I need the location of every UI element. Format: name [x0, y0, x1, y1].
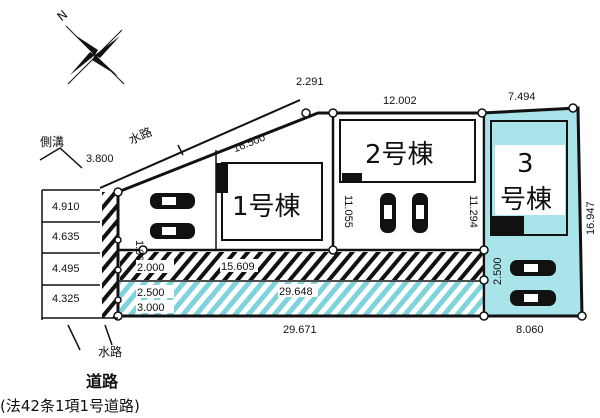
waterway-line	[99, 99, 301, 189]
dim-11294: 11.294	[467, 195, 479, 228]
road-label: 道路	[86, 372, 119, 391]
dim-3000: 3.000	[137, 302, 165, 314]
boundary-markers	[113, 103, 587, 321]
dim-8060: 8.060	[516, 324, 544, 336]
meter-icon	[490, 216, 524, 234]
waterway-top-label: 水路	[126, 124, 154, 147]
neighbor-lines	[39, 147, 118, 351]
dim-29648: 29.648	[279, 286, 313, 298]
building-1	[221, 162, 323, 241]
dim-16947: 16.947	[585, 201, 597, 235]
dim-4635: 4.635	[52, 231, 80, 243]
dim-3800: 3.800	[86, 153, 114, 165]
dim-4495: 4.495	[52, 263, 80, 275]
dim-12002: 12.002	[383, 95, 417, 107]
dim-11055: 11.055	[342, 195, 354, 228]
dim-15609: 15.609	[221, 261, 255, 273]
dim-16500: 16.500	[231, 132, 267, 156]
compass-icon: N	[54, 7, 125, 85]
dim-2500: 2.500	[137, 287, 165, 299]
dim-4325: 4.325	[52, 293, 80, 305]
building-3-number: 3	[517, 149, 534, 179]
dim-7494: 7.494	[508, 91, 536, 103]
dim-4910: 4.910	[52, 201, 80, 213]
building-1-label: 1号棟	[232, 192, 301, 222]
meter-icon	[342, 173, 362, 183]
building-3-label: 号棟	[500, 185, 552, 215]
side-strip-hatch	[102, 192, 118, 318]
dim-2500-lot3: 2.500	[492, 257, 504, 285]
meter-icon	[216, 163, 228, 193]
driveway-black-hatch	[120, 252, 484, 280]
road-note: (法42条1項1号道路)	[0, 397, 140, 415]
building-2-label: 2号棟	[365, 140, 434, 170]
dim-2291: 2.291	[296, 76, 324, 88]
lot-boundary	[116, 106, 584, 318]
building-2	[339, 119, 476, 183]
side-ditch-label: 側溝	[40, 135, 64, 149]
north-label: N	[54, 7, 70, 23]
dim-29671: 29.671	[283, 324, 317, 336]
waterway-bottom-label: 水路	[98, 344, 122, 359]
dim-2000: 2.000	[137, 262, 165, 274]
